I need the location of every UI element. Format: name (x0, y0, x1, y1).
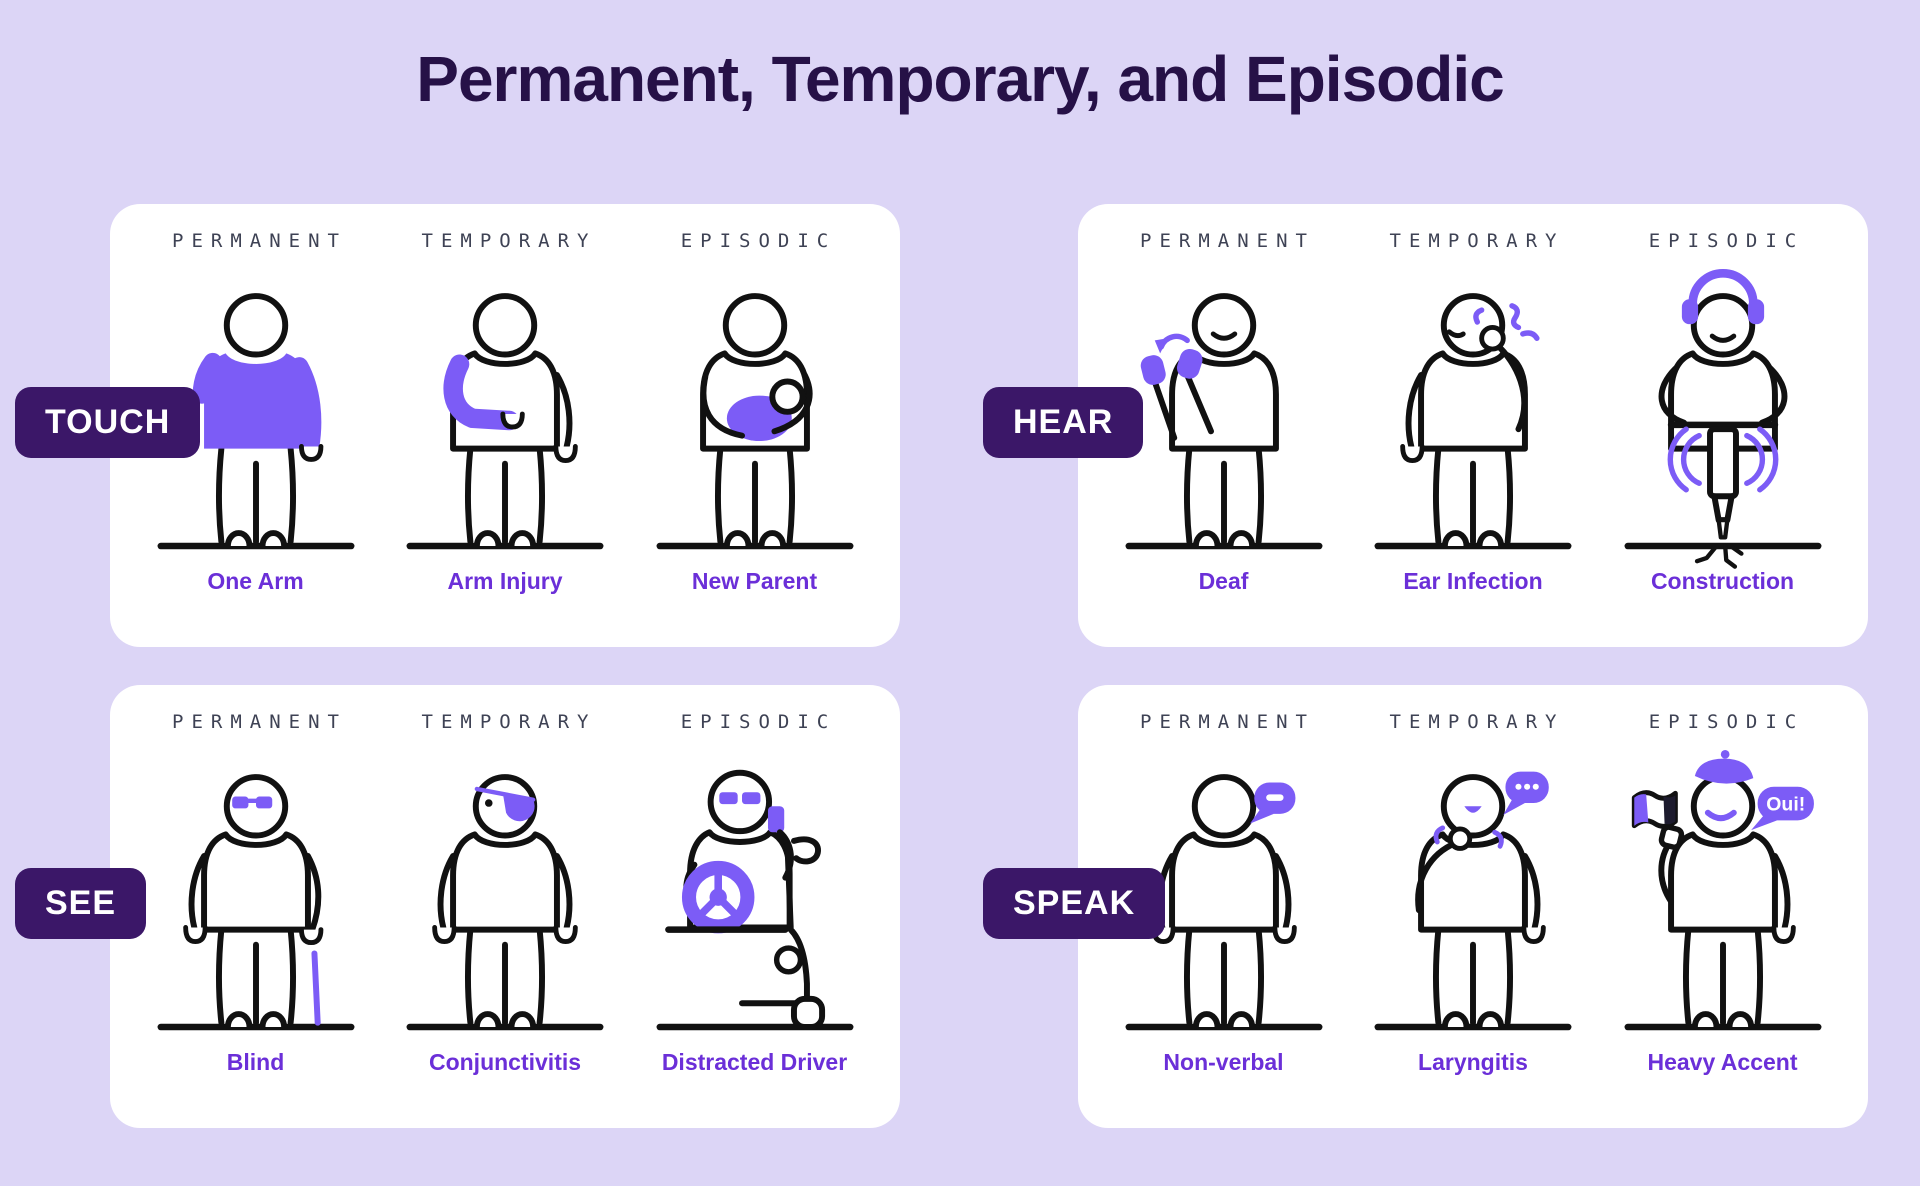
hear-temporary-column: TEMPORARY Ear Infection (1352, 204, 1595, 647)
construction-figure-icon (1603, 256, 1843, 572)
page-header: Permanent, Temporary, and Episodic (0, 0, 1920, 115)
figure-label: Distracted Driver (661, 1049, 848, 1076)
column-header-temporary: TEMPORARY (421, 230, 597, 253)
speak-section-badge: SPEAK (983, 867, 1166, 939)
ear-infection-figure-icon (1353, 256, 1593, 572)
touch-section-badge: TOUCH (15, 386, 201, 458)
figure-label: Ear Infection (1403, 568, 1543, 595)
speak-episodic-column: EPISODIC Oui! Heavy Accent (1601, 685, 1844, 1128)
see-permanent-column: PERMANENT Blind (134, 685, 377, 1128)
figure-label: Deaf (1198, 568, 1249, 595)
figure-label: New Parent (691, 568, 818, 595)
see-temporary-column: TEMPORARY Conjunctivitis (384, 685, 627, 1128)
touch-episodic-column: EPISODIC New Parent (633, 204, 876, 647)
column-header-permanent: PERMANENT (1140, 711, 1315, 734)
column-header-permanent: PERMANENT (1140, 230, 1315, 253)
see-episodic-column: EPISODIC Distracted Driver (633, 685, 876, 1128)
non-verbal-figure-icon (1104, 737, 1344, 1053)
see-section-card: SEE PERMANENT Blind TEMPORARY Conjunctiv… (15, 685, 900, 1129)
column-header-temporary: TEMPORARY (1389, 711, 1565, 734)
column-header-permanent: PERMANENT (172, 711, 347, 734)
touch-permanent-column: PERMANENT One Arm (134, 204, 377, 647)
sections-grid: TOUCH PERMANENT One Arm TEMPORARY Arm In… (15, 204, 1920, 1129)
hear-permanent-column: PERMANENT Deaf (1102, 204, 1345, 647)
figure-label: Arm Injury (447, 568, 563, 595)
figure-label: Heavy Accent (1647, 1049, 1798, 1076)
svg-text:Oui!: Oui! (1766, 794, 1805, 816)
figure-label: Conjunctivitis (428, 1049, 582, 1076)
speak-permanent-column: PERMANENT Non-verbal (1102, 685, 1345, 1128)
column-header-episodic: EPISODIC (680, 230, 837, 253)
figure-label: Laryngitis (1418, 1049, 1528, 1076)
speak-section-card: SPEAK PERMANENT Non-verbal TEMPORARY Lar… (983, 685, 1868, 1129)
heavy-accent-figure-icon: Oui! (1603, 737, 1843, 1053)
column-header-episodic: EPISODIC (680, 711, 837, 734)
blind-figure-icon (136, 737, 376, 1053)
figure-label: Blind (226, 1049, 285, 1076)
touch-temporary-column: TEMPORARY Arm Injury (384, 204, 627, 647)
column-header-temporary: TEMPORARY (1389, 230, 1565, 253)
one-arm-figure-icon (136, 256, 376, 572)
deaf-figure-icon (1104, 256, 1344, 572)
column-header-episodic: EPISODIC (1648, 230, 1805, 253)
column-header-permanent: PERMANENT (172, 230, 347, 253)
laryngitis-figure-icon (1353, 737, 1593, 1053)
arm-injury-figure-icon (385, 256, 625, 572)
column-header-episodic: EPISODIC (1648, 711, 1805, 734)
see-section-badge: SEE (15, 867, 147, 939)
distracted-driver-figure-icon (635, 737, 875, 1053)
conjunctivitis-figure-icon (385, 737, 625, 1053)
column-header-temporary: TEMPORARY (421, 711, 597, 734)
figure-label: One Arm (207, 568, 304, 595)
hear-section-badge: HEAR (983, 386, 1144, 458)
speak-temporary-column: TEMPORARY Laryngitis (1352, 685, 1595, 1128)
figure-label: Construction (1650, 568, 1795, 595)
page-title: Permanent, Temporary, and Episodic (416, 43, 1504, 115)
hear-section-card: HEAR PERMANENT Deaf TEMPORARY Ear Infect… (983, 204, 1868, 648)
touch-section-card: TOUCH PERMANENT One Arm TEMPORARY Arm In… (15, 204, 900, 648)
figure-label: Non-verbal (1163, 1049, 1284, 1076)
new-parent-figure-icon (635, 256, 875, 572)
hear-episodic-column: EPISODIC Construction (1601, 204, 1844, 647)
